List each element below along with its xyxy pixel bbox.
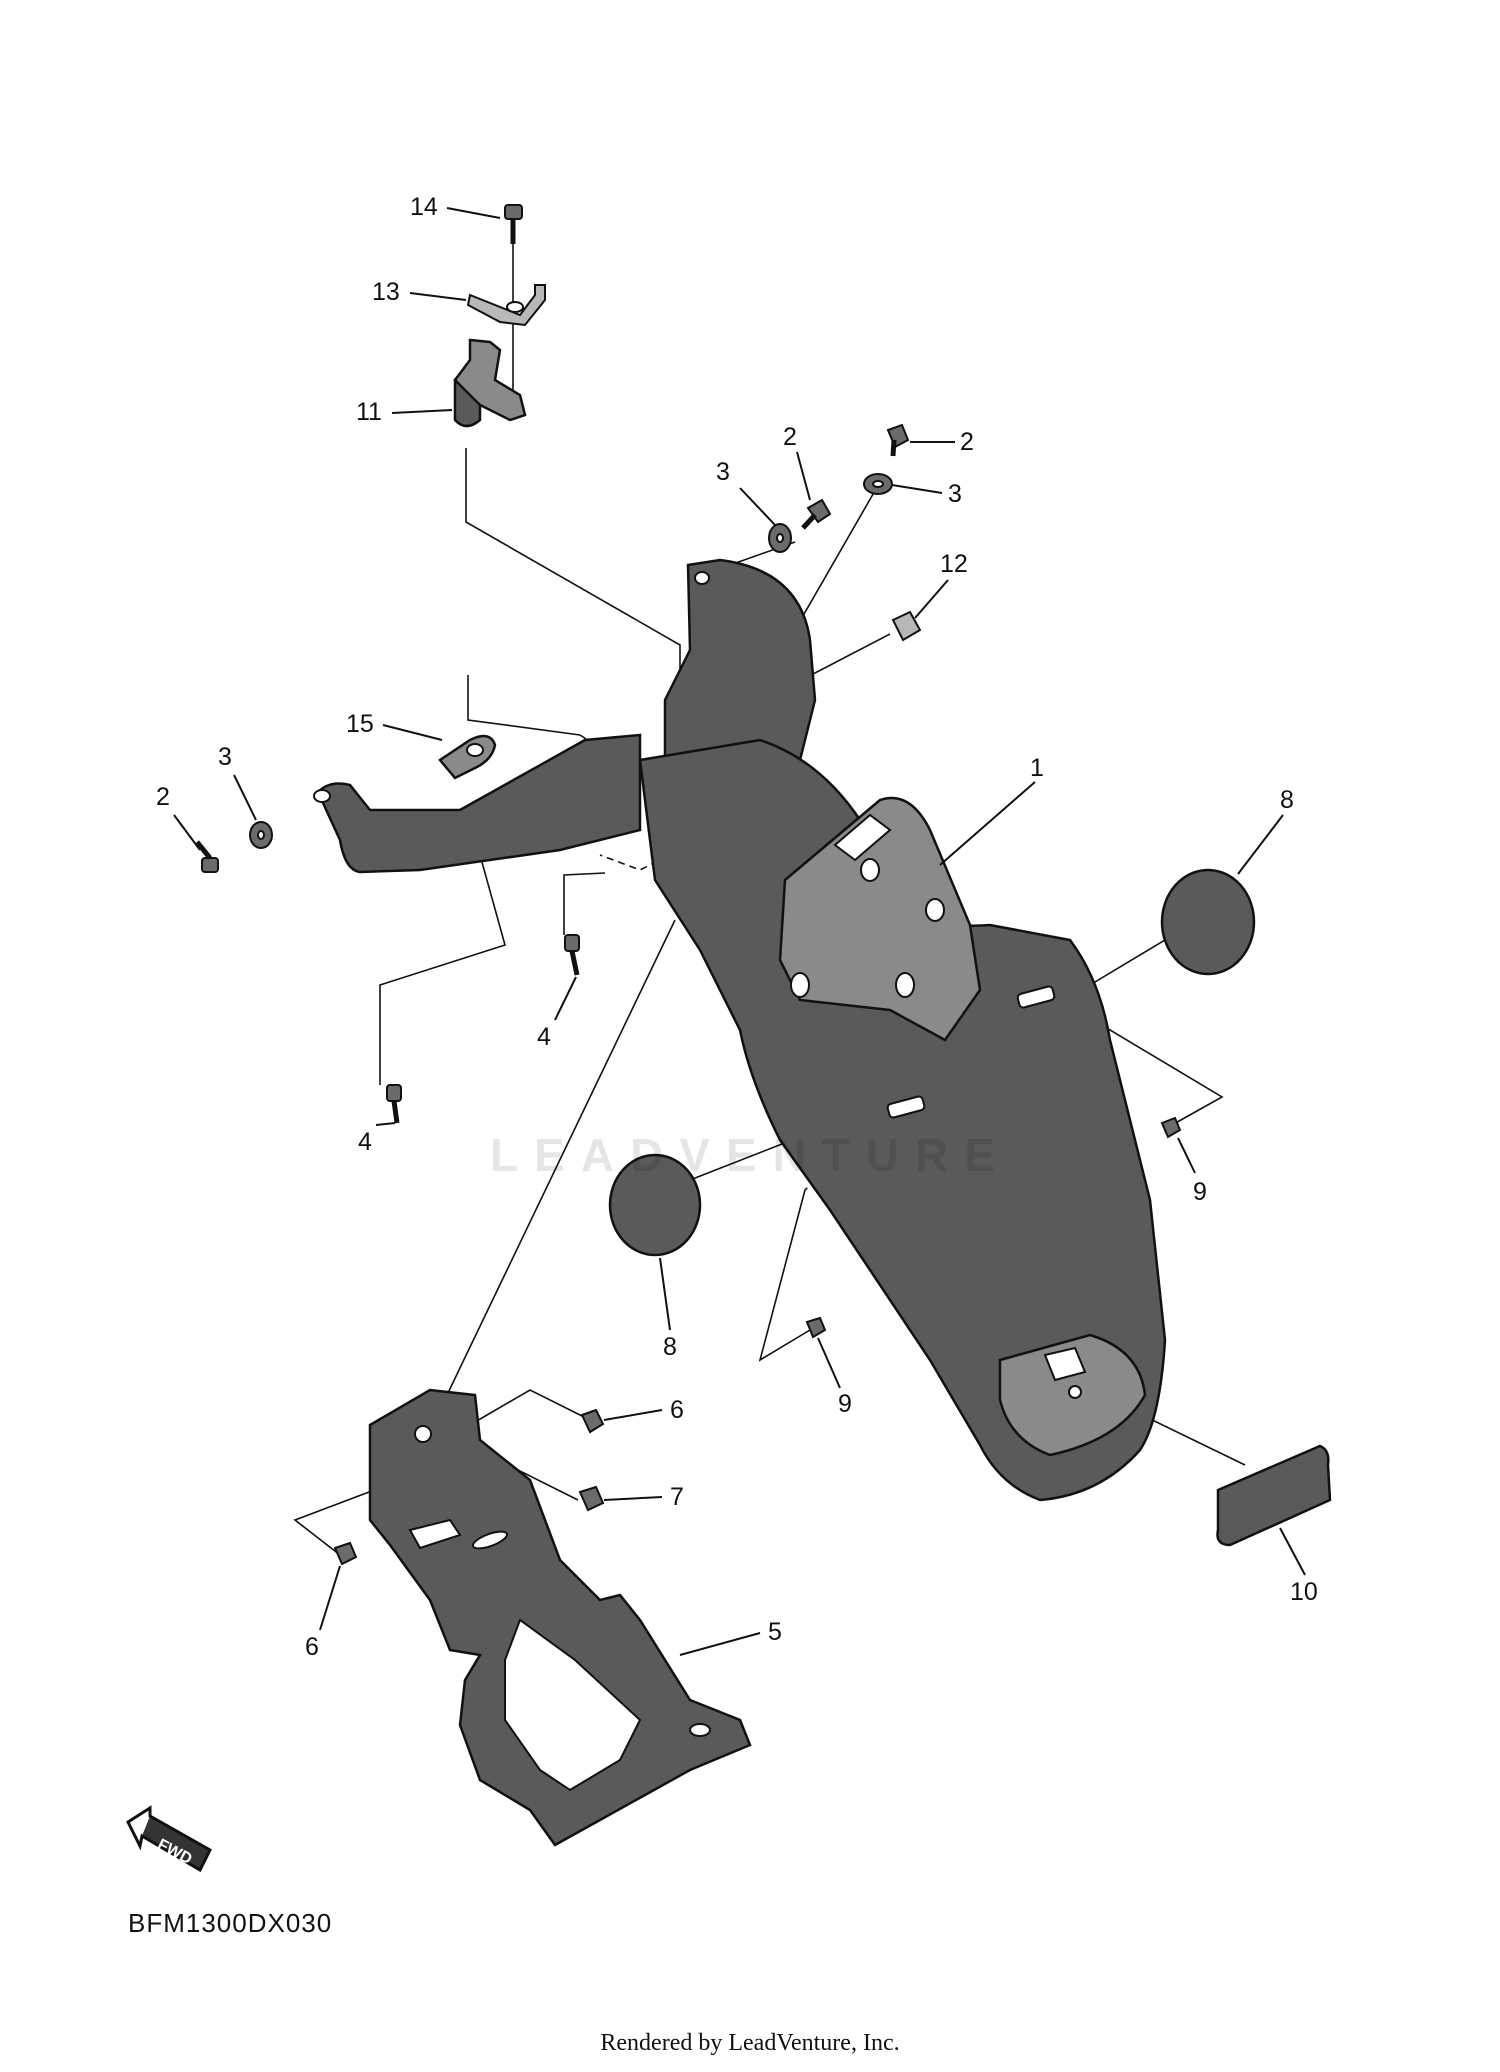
callout-7: 7 <box>603 1483 684 1511</box>
callout-3-left: 3 <box>218 743 257 821</box>
callout-8-left: 8 <box>659 1257 677 1361</box>
nut-6-upper <box>580 1408 605 1434</box>
callout-4-lower: 4 <box>358 1122 396 1156</box>
bolt-4-lower <box>386 1084 402 1124</box>
washer-3-top-right <box>863 473 893 495</box>
bolt-14 <box>504 204 523 244</box>
callout-9-left: 9 <box>817 1337 852 1418</box>
bracket-13 <box>466 284 546 327</box>
callout-6-upper: 6 <box>603 1396 684 1424</box>
svg-text:3: 3 <box>716 458 730 486</box>
bolt-2-left <box>195 840 219 873</box>
svg-text:2: 2 <box>960 428 974 456</box>
svg-text:6: 6 <box>670 1396 684 1424</box>
callout-14: 14 <box>410 193 501 221</box>
callout-1: 1 <box>939 754 1044 866</box>
svg-text:15: 15 <box>346 710 374 738</box>
svg-text:4: 4 <box>358 1128 372 1156</box>
bolt-2-top-middle <box>801 498 832 530</box>
washer-3-top-middle <box>768 523 792 553</box>
callout-2-top-right: 2 <box>910 428 974 456</box>
nut-9-right <box>1160 1116 1182 1139</box>
washer-3-left <box>249 821 273 849</box>
watermark: LEADVENTURE <box>490 1129 1012 1181</box>
svg-text:3: 3 <box>948 480 962 508</box>
callout-11: 11 <box>356 398 453 426</box>
callout-2-top-middle: 2 <box>783 423 811 501</box>
footer-credit: Rendered by LeadVenture, Inc. <box>600 2030 900 2056</box>
callout-3-top-middle: 3 <box>716 458 776 526</box>
svg-text:10: 10 <box>1290 1578 1318 1606</box>
clamp-15 <box>438 734 497 780</box>
rear-fender-1 <box>313 558 1167 1502</box>
svg-text:13: 13 <box>372 278 400 306</box>
svg-text:9: 9 <box>838 1390 852 1418</box>
callout-6-lower: 6 <box>305 1565 341 1661</box>
svg-text:3: 3 <box>218 743 232 771</box>
grommet-8-right <box>1160 868 1256 976</box>
callout-4-upper: 4 <box>537 976 577 1051</box>
svg-text:6: 6 <box>305 1633 319 1661</box>
nut-6-lower <box>333 1541 358 1566</box>
reflector-10 <box>1216 1444 1332 1547</box>
license-bracket-5 <box>368 1388 752 1847</box>
callout-15: 15 <box>346 710 443 741</box>
svg-text:8: 8 <box>1280 786 1294 814</box>
svg-text:4: 4 <box>537 1023 551 1051</box>
grommet-8-left <box>608 1153 702 1257</box>
svg-text:2: 2 <box>783 423 797 451</box>
callout-10: 10 <box>1279 1527 1318 1606</box>
fwd-arrow-icon: FWD <box>126 1805 212 1873</box>
callout-9-right: 9 <box>1177 1137 1207 1206</box>
svg-text:14: 14 <box>410 193 438 221</box>
svg-text:2: 2 <box>156 783 170 811</box>
svg-text:12: 12 <box>940 550 968 578</box>
svg-text:7: 7 <box>670 1483 684 1511</box>
nut-9-left <box>805 1316 827 1339</box>
sensor-11 <box>453 338 527 428</box>
callout-5: 5 <box>679 1618 782 1656</box>
callout-2-left: 2 <box>156 783 201 851</box>
bolt-4-upper <box>564 934 580 976</box>
nut-7 <box>578 1485 605 1512</box>
callout-3-top-right: 3 <box>891 480 962 508</box>
callout-13: 13 <box>372 278 467 306</box>
nut-12 <box>891 610 922 642</box>
svg-text:1: 1 <box>1030 754 1044 782</box>
svg-text:8: 8 <box>663 1333 677 1361</box>
diagram-code: BFM1300DX030 <box>128 1908 333 1938</box>
svg-text:5: 5 <box>768 1618 782 1646</box>
callout-8-right: 8 <box>1237 786 1294 875</box>
bolt-2-top-right <box>886 423 910 457</box>
svg-text:9: 9 <box>1193 1178 1207 1206</box>
svg-text:11: 11 <box>356 398 382 426</box>
callout-12: 12 <box>914 550 968 619</box>
